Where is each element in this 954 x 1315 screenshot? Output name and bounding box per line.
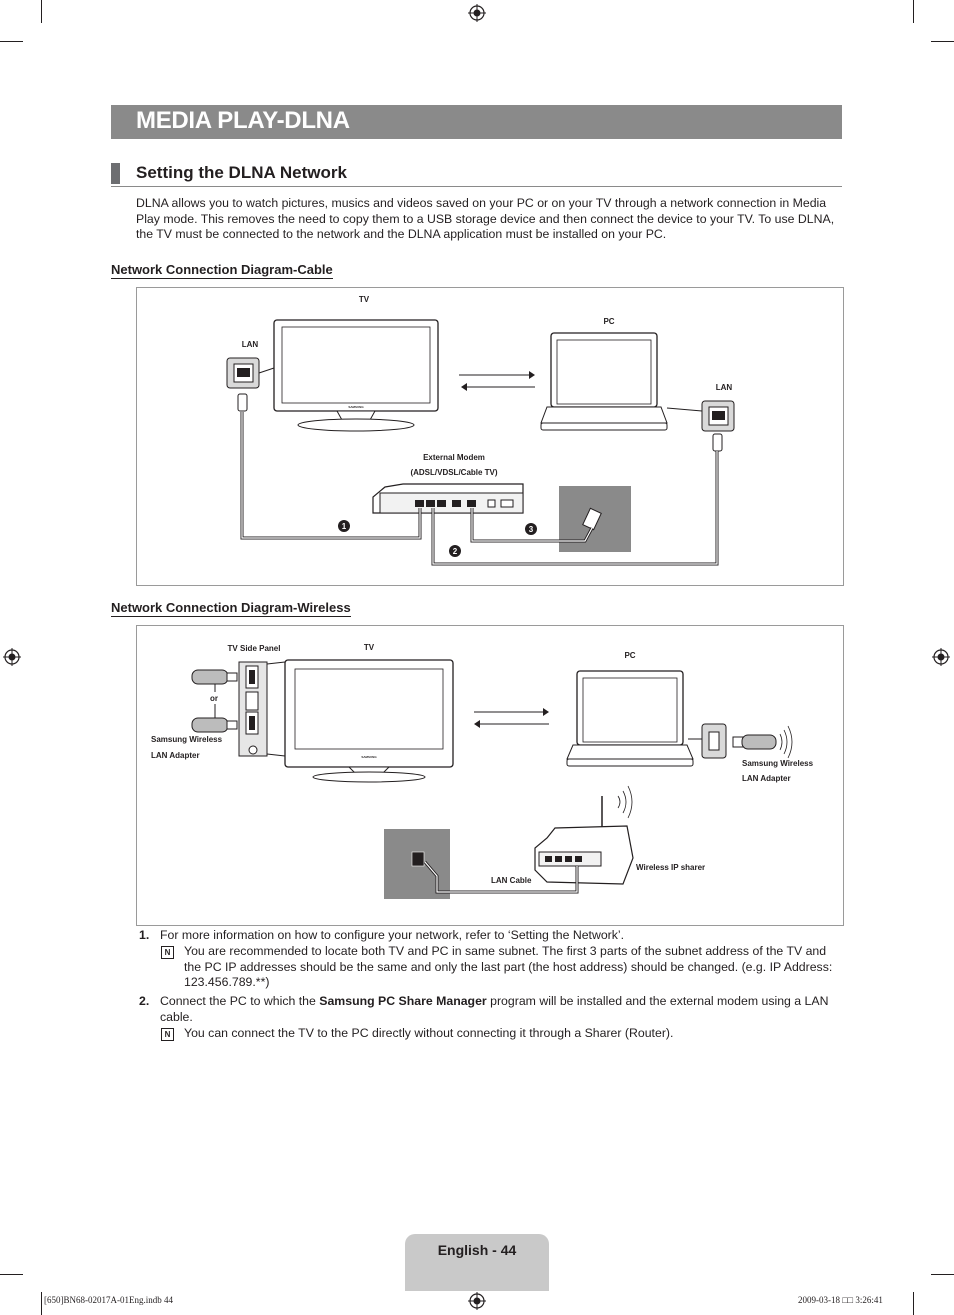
or-label: or xyxy=(210,694,218,703)
laptop-illustration xyxy=(540,332,668,431)
crop-mark xyxy=(41,1292,42,1315)
list-text-part: program will be installed and the extern… xyxy=(160,994,829,1024)
arrow-icon xyxy=(474,708,549,728)
adapter-right-line2: LAN Adapter xyxy=(742,774,791,783)
intro-paragraph: DLNA allows you to watch pictures, music… xyxy=(136,196,835,241)
router-illustration xyxy=(534,796,634,885)
modem-illustration xyxy=(372,483,524,514)
sharer-label: Wireless IP sharer xyxy=(636,863,705,872)
arrow-icon xyxy=(459,371,535,391)
cable-diagram-title: Network Connection Diagram-Cable xyxy=(111,262,333,279)
modem-label-line2: (ADSL/VDSL/Cable TV) xyxy=(410,468,497,477)
note-icon: N xyxy=(161,1028,174,1041)
step-3-badge: 3 xyxy=(529,525,534,534)
laptop-illustration xyxy=(566,670,694,767)
usb-port-icon xyxy=(688,723,777,759)
note-text: You can connect the TV to the PC directl… xyxy=(184,1026,674,1040)
crop-mark xyxy=(931,1274,954,1275)
tv-label: TV xyxy=(359,295,370,304)
list-text: Connect the PC to which the Samsung PC S… xyxy=(160,994,830,1025)
cable-diagram: SAMSUNG TV LAN PC LAN xyxy=(136,287,844,586)
tv-side-panel-illustration xyxy=(238,661,286,757)
wireless-pc-label: PC xyxy=(624,651,635,660)
crop-mark xyxy=(913,0,914,23)
wireless-diagram-title: Network Connection Diagram-Wireless xyxy=(111,600,351,617)
registration-mark-icon xyxy=(932,648,950,666)
section-marker xyxy=(111,163,120,184)
section-title: Setting the DLNA Network xyxy=(136,163,347,182)
registration-mark-icon xyxy=(468,4,486,22)
note-text: You are recommended to locate both TV an… xyxy=(184,944,833,989)
footer-timestamp: 2009-03-18 □□ 3:26:41 xyxy=(798,1295,883,1305)
rj45-port-icon xyxy=(666,400,735,432)
page-title: MEDIA PLAY-DLNA xyxy=(136,107,350,134)
step-1-badge: 1 xyxy=(342,522,347,531)
svg-text:SAMSUNG: SAMSUNG xyxy=(348,405,364,409)
wireless-diagram: TV Side Panel TV or Samsung Wireless LAN… xyxy=(136,625,844,926)
lan-pc-label: LAN xyxy=(716,383,733,392)
crop-mark xyxy=(0,41,23,42)
usb-adapter-icon xyxy=(191,669,238,733)
svg-text:SAMSUNG: SAMSUNG xyxy=(361,755,377,759)
list-number: 1. xyxy=(139,928,150,942)
registration-mark-icon xyxy=(3,648,21,666)
page-title-bar: MEDIA PLAY-DLNA xyxy=(111,105,842,139)
adapter-left-line2: LAN Adapter xyxy=(151,751,200,760)
page-number: English - 44 xyxy=(437,1242,517,1258)
pc-label: PC xyxy=(603,317,614,326)
modem-label-line1: External Modem xyxy=(423,453,485,462)
list-text-part: Connect the PC to which the xyxy=(160,994,320,1008)
wireless-waves-icon xyxy=(779,725,793,759)
crop-mark xyxy=(41,0,42,23)
crop-mark xyxy=(0,1274,23,1275)
list-text: For more information on how to configure… xyxy=(160,928,625,942)
step-2-badge: 2 xyxy=(453,547,458,556)
crop-mark xyxy=(913,1292,914,1315)
footer-file-name: [650]BN68-02017A-01Eng.indb 44 xyxy=(44,1295,173,1305)
adapter-left-line1: Samsung Wireless xyxy=(151,735,223,744)
registration-mark-icon xyxy=(468,1292,486,1310)
adapter-right-line1: Samsung Wireless xyxy=(742,759,814,768)
rj45-port-icon xyxy=(226,357,275,389)
side-panel-label: TV Side Panel xyxy=(228,644,281,653)
section-heading: Setting the DLNA Network xyxy=(111,160,842,187)
lan-cable-label: LAN Cable xyxy=(491,876,532,885)
list-number: 2. xyxy=(139,994,150,1008)
wireless-diagram-illustration: TV Side Panel TV or Samsung Wireless LAN… xyxy=(151,643,814,899)
wireless-tv-label: TV xyxy=(364,643,375,652)
page-number-tab: English - 44 xyxy=(405,1234,549,1291)
lan-tv-label: LAN xyxy=(242,340,259,349)
program-name: Samsung PC Share Manager xyxy=(319,994,487,1008)
tv-illustration: SAMSUNG xyxy=(284,659,454,783)
cable-diagram-illustration: SAMSUNG TV LAN PC LAN xyxy=(226,295,735,566)
tv-illustration: SAMSUNG xyxy=(273,319,439,432)
wireless-waves-icon xyxy=(617,785,633,819)
note-icon: N xyxy=(161,946,174,959)
crop-mark xyxy=(931,41,954,42)
